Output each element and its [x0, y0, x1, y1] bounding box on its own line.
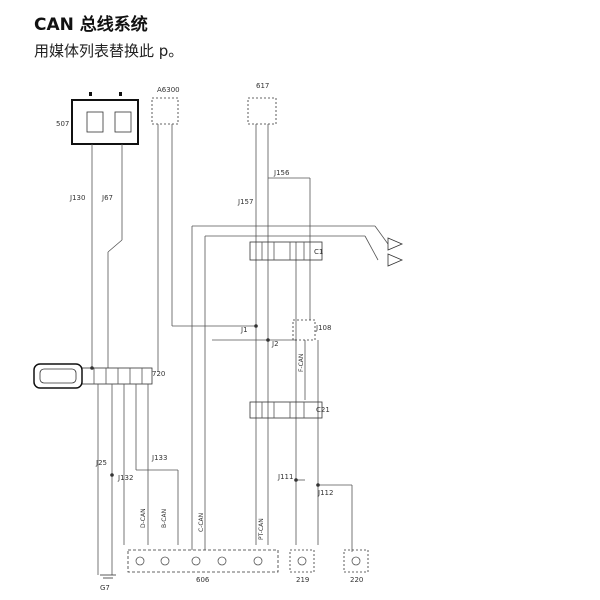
label-c1: C1 [314, 248, 323, 256]
page-subtitle: 用媒体列表替换此 p。 [34, 42, 184, 60]
label-d-can: D-CAN [140, 508, 147, 528]
label-j111: J111 [277, 473, 293, 481]
connector-606 [127, 549, 279, 573]
connector-617 [247, 97, 277, 125]
label-j130: J130 [69, 194, 85, 202]
label-720: 720 [152, 370, 165, 378]
label-507: 507 [56, 120, 69, 128]
label-j157: J157 [237, 198, 253, 206]
connector-220 [343, 549, 369, 573]
connector-507 [71, 99, 139, 145]
page-title: CAN 总线系统 [34, 15, 148, 35]
connector-507-pin-left [86, 111, 104, 133]
label-606: 606 [196, 576, 210, 584]
connector-720 [81, 367, 153, 385]
label-g7: G7 [100, 584, 110, 592]
label-j108: J108 [315, 324, 331, 332]
label-a6300: A6300 [157, 86, 180, 94]
label-c21: C21 [316, 406, 330, 414]
label-j2: J2 [271, 340, 279, 348]
connector-j108 [292, 319, 316, 341]
connector-507-pin-right [114, 111, 132, 133]
arrow-right-icon-lower [387, 253, 404, 267]
label-b-can: B-CAN [161, 509, 168, 528]
label-219: 219 [296, 576, 309, 584]
label-pt-can: PT-CAN [258, 518, 265, 540]
obd-connector [33, 363, 83, 389]
connector-c21 [249, 401, 323, 419]
label-617: 617 [256, 82, 269, 90]
label-j1: J1 [240, 326, 248, 334]
connector-219 [289, 549, 315, 573]
label-j133: J133 [151, 454, 167, 462]
label-c-can: C-CAN [198, 513, 205, 532]
connector-a6300 [151, 97, 179, 125]
label-j25: J25 [95, 459, 107, 467]
label-220: 220 [350, 576, 363, 584]
label-j132: J132 [117, 474, 133, 482]
label-j156: J156 [273, 169, 290, 177]
label-j67: J67 [101, 194, 113, 202]
arrow-right-icon-upper [387, 237, 404, 251]
label-f-can: F-CAN [298, 354, 305, 372]
connector-c1 [249, 241, 323, 261]
label-j112: J112 [317, 489, 333, 497]
